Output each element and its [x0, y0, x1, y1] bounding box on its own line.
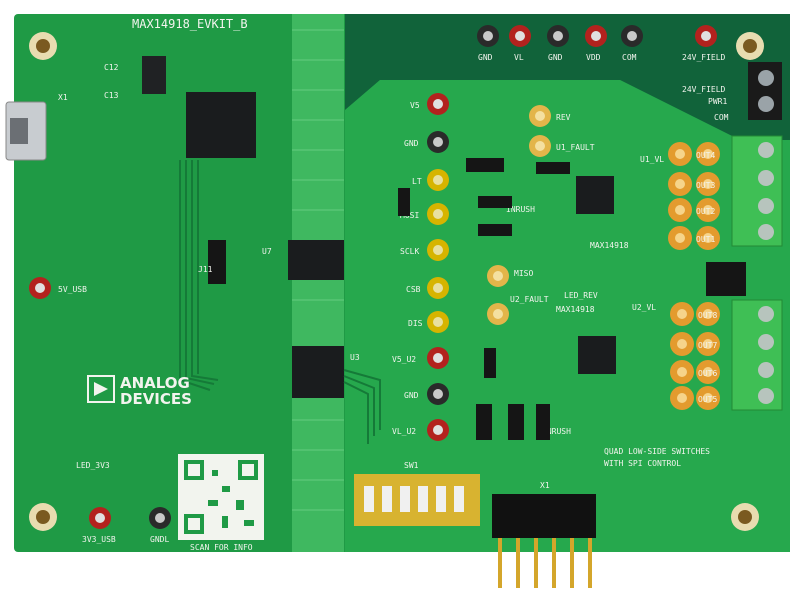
label-u1-vl: U1_VL: [640, 155, 664, 164]
light-copper-pour: [345, 80, 790, 552]
isolation-hatch: [292, 29, 344, 511]
refdes-c13: C13: [104, 91, 119, 100]
label-inrush-2: INRUSH: [542, 427, 571, 436]
label-sw1: SW1: [404, 461, 419, 470]
jumpers[interactable]: [208, 158, 746, 440]
label-v5: V5: [410, 101, 420, 110]
refdes-u7: U7: [262, 247, 272, 256]
top-test-posts: [477, 25, 717, 47]
label-lt: LT: [412, 177, 422, 186]
gold-test-posts: [487, 105, 551, 325]
label-out6: OUT6: [698, 369, 717, 378]
label-top-vl: VL: [514, 53, 524, 62]
label-top-com: COM: [622, 53, 637, 62]
label-u2-fault: U2_FAULT: [510, 295, 549, 304]
chip-label-u1: MAX14918: [590, 241, 629, 250]
pin-header[interactable]: [492, 494, 596, 588]
label-v5-u2: V5_U2: [392, 355, 416, 364]
chip-label-u2: MAX14918: [556, 305, 595, 314]
label-top-gnd-1: GND: [478, 53, 493, 62]
label-miso: MISO: [514, 269, 533, 278]
output-pads: [668, 142, 720, 410]
subtitle-line1: QUAD LOW-SIDE SWITCHES: [604, 447, 710, 456]
label-out4: OUT4: [696, 151, 715, 160]
label-com-field: COM: [714, 113, 729, 122]
subtitle-line2: WITH SPI CONTROL: [604, 459, 681, 468]
terminal-block-bottom[interactable]: [731, 299, 783, 411]
label-sclk: SCLK: [400, 247, 419, 256]
dark-copper-pour: [345, 14, 790, 140]
label-24v-field-2: 24V_FIELD: [682, 85, 726, 94]
brand-line2: DEVICES: [120, 390, 192, 408]
refdes-u3: U3: [350, 353, 360, 362]
label-gnd-left-2: GND: [404, 391, 419, 400]
isolator-u7: [288, 240, 344, 280]
analog-devices-logo: ANALOG DEVICES: [87, 374, 192, 408]
max14918-u1: [576, 176, 614, 214]
isolation-strip: [292, 14, 344, 552]
left-test-posts: [427, 93, 449, 441]
label-gndl: GNDL: [150, 535, 169, 544]
brand-line1: ANALOG: [120, 374, 190, 392]
label-vl-u2: VL_U2: [392, 427, 416, 436]
refdes-c12: C12: [104, 63, 119, 72]
terminal-block-top[interactable]: [731, 135, 783, 247]
label-top-vdd: VDD: [586, 53, 601, 62]
crystal: [142, 56, 166, 94]
qr-caption: SCAN FOR INFO: [190, 543, 253, 552]
isolator-u3: [292, 346, 344, 398]
dip-switch[interactable]: [354, 474, 480, 526]
usb-port: [10, 118, 28, 144]
terminal-block-power[interactable]: [748, 62, 782, 120]
label-gnd-left-1: GND: [404, 139, 419, 148]
refdes-j11: J11: [198, 265, 213, 274]
label-5v-usb: 5V_USB: [58, 285, 87, 294]
label-out7: OUT7: [698, 341, 717, 350]
label-out8: OUT8: [698, 311, 717, 320]
label-led-rev: LED_REV: [564, 291, 598, 300]
label-u1-fault: U1_FAULT: [556, 143, 595, 152]
label-u2-vl: U2_VL: [632, 303, 656, 312]
label-out2: OUT2: [696, 207, 715, 216]
label-out5: OUT5: [698, 395, 717, 404]
label-out1: OUT1: [696, 235, 715, 244]
label-led-3v3: LED_3V3: [76, 461, 110, 470]
label-3v3-usb: 3V3_USB: [82, 535, 116, 544]
board-title: MAX14918_EVKIT_B: [132, 17, 248, 31]
label-24v-field-1: 24V_FIELD: [682, 53, 726, 62]
label-rev: REV: [556, 113, 571, 122]
label-csb: CSB: [406, 285, 421, 294]
ftdi-chip: [186, 92, 256, 158]
qr-code: [178, 454, 264, 540]
label-dis: DIS: [408, 319, 423, 328]
label-out3: OUT3: [696, 181, 715, 190]
label-inrush-1: INRUSH: [506, 205, 535, 214]
refdes-x2: X1: [58, 93, 68, 102]
left-side-posts: [29, 277, 171, 529]
traces: [179, 160, 381, 444]
mounting-holes: [29, 32, 764, 531]
max14918-u2: [578, 336, 616, 374]
label-x1: X1: [540, 481, 550, 490]
label-top-gnd-2: GND: [548, 53, 563, 62]
label-pwr1: PWR1: [708, 97, 727, 106]
